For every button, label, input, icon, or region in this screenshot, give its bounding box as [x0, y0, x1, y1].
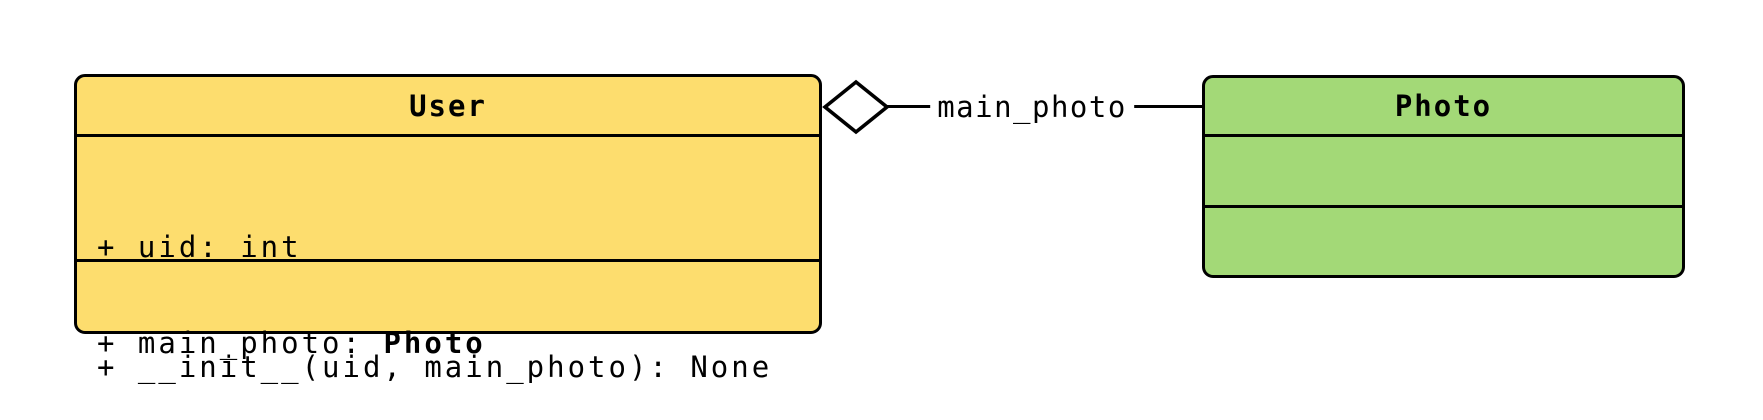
relationship-label: main_photo — [930, 90, 1134, 124]
attributes-compartment-user: + uid: int + main_photo: Photo — [77, 137, 819, 359]
methods-compartment-user: + __init__(uid, main_photo): None — [77, 262, 819, 383]
method-row: + __init__(uid, main_photo): None — [97, 351, 819, 383]
method-text: + __init__(uid, main_photo): None — [97, 350, 773, 384]
attribute-row: + main_photo: Photo — [97, 327, 819, 359]
attribute-text: + main_photo: — [97, 326, 384, 360]
attribute-type-ref: Photo — [383, 326, 486, 360]
attribute-row: + uid: int — [97, 231, 819, 263]
class-box-photo: Photo — [1202, 75, 1685, 278]
class-title-user: User — [77, 77, 819, 137]
class-box-user: User + uid: int + main_photo: Photo + __… — [74, 74, 822, 383]
attributes-compartment-photo — [1205, 137, 1682, 208]
aggregation-diamond-shape — [822, 79, 890, 135]
attribute-text: + uid: int — [97, 230, 302, 264]
methods-compartment-photo — [1205, 208, 1682, 275]
class-title-photo: Photo — [1205, 78, 1682, 137]
aggregation-diamond-icon — [822, 79, 890, 135]
